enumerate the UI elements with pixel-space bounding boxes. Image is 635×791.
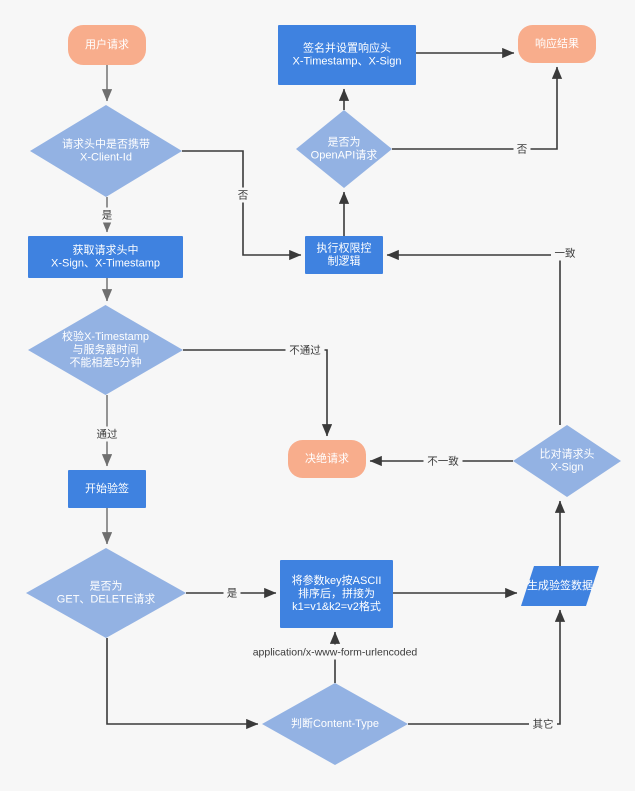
flow-edge [386,249,561,425]
edge-label-backdrop [285,342,325,358]
node-reject-request[interactable]: 决绝请求 [288,440,366,478]
node-shape-diamond [513,425,621,497]
edge-label-backdrop [98,207,116,223]
node-response-result[interactable]: 响应结果 [518,25,596,63]
edge-label-e-compare-mismatch: 不一致 [423,453,463,469]
node-judge-content-type[interactable]: 判断Content-Type [262,683,408,765]
edge-label-e-compare-match: 一致 [551,245,579,261]
node-shape-diamond [26,548,186,638]
node-shape-diamond [30,105,182,197]
node-shape-diamond [296,110,392,188]
node-user-request[interactable]: 用户请求 [68,25,146,65]
node-shape-terminal [288,440,366,478]
node-permission-logic[interactable]: 执行权限控制逻辑 [305,236,383,274]
edge-label-backdrop [223,585,241,601]
edge-label-backdrop [93,426,121,442]
edge-label-backdrop [551,245,579,261]
flow-edge [106,638,259,730]
node-start-verify-sign[interactable]: 开始验签 [68,470,146,508]
edge-label-backdrop [239,644,431,660]
node-shape-rect [305,236,383,274]
node-shape-terminal [68,25,146,65]
edge-label-text: 是 [227,587,238,599]
edge-label-text: 通过 [97,427,118,440]
node-shape-diamond [262,683,408,765]
edge-label-backdrop [423,453,463,469]
node-generate-sign-data[interactable]: 生成验签数据 [521,566,599,606]
node-shape-rect [278,25,416,85]
edge-label-text: 不一致 [427,454,459,467]
node-shape-rect [68,470,146,508]
edge-label-e-clientid-no: 否 [234,187,252,203]
node-shape-rect [28,236,183,278]
flow-edge [182,150,302,261]
flow-edge [183,349,333,437]
edge-label-text: 否 [238,189,249,201]
node-shape-rect [280,560,393,628]
flow-edge [408,609,566,725]
node-shape-terminal [518,25,596,63]
edge-label-text: application/x-www-form-urlencoded [253,646,418,658]
edge-label-e-openapi-no: 否 [513,141,531,157]
edge-label-text: 否 [517,143,528,155]
edge-label-layer: 是否不通过通过是application/x-www-form-urlencode… [93,141,579,732]
edge-label-backdrop [234,187,252,203]
edge-label-e-clientid-yes: 是 [98,207,116,223]
edge-label-backdrop [513,141,531,157]
flow-edge [392,66,563,150]
edge-label-backdrop [529,716,557,732]
edge-label-text: 不通过 [289,343,321,356]
node-shape-diamond [28,305,183,395]
edge-label-e-contenttype-other: 其它 [529,716,557,732]
edge-label-text: 是 [102,209,113,221]
edge-label-e-verify-pass: 通过 [93,426,121,442]
node-shape-parallelogram [521,566,599,606]
edge-label-e-verify-fail: 不通过 [285,342,325,358]
edge-label-e-contenttype-urlencoded: application/x-www-form-urlencoded [239,644,431,660]
edge-label-e-method-yes: 是 [223,585,241,601]
edge-label-text: 一致 [555,246,576,259]
edge-label-text: 其它 [533,717,554,730]
